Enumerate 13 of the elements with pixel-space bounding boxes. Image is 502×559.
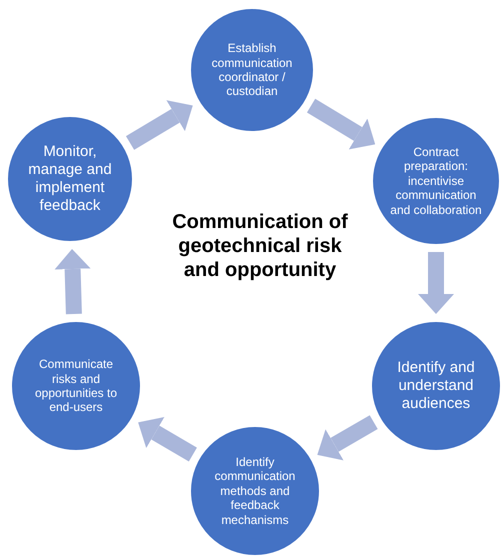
step-text: Contract preparation: incentivise communication and collaboration xyxy=(390,145,482,217)
block-arrow xyxy=(317,415,378,460)
block-arrow xyxy=(138,417,197,462)
step-text: Identify communication methods and feedback mechanisms xyxy=(214,455,296,527)
step-text: Identify and understand audiences xyxy=(396,359,476,413)
block-arrow xyxy=(306,98,376,150)
step-text: Communicate risks and opportunities to end-users xyxy=(34,357,118,415)
step-text: Establish communication coordinator / custodian xyxy=(210,41,294,99)
block-arrow xyxy=(126,100,193,150)
center-title: Communication of geotechnical risk and opportunity xyxy=(171,210,349,282)
step-text: Monitor, manage and implement feedback xyxy=(27,143,113,215)
block-arrow xyxy=(54,248,91,314)
block-arrow xyxy=(418,252,454,314)
